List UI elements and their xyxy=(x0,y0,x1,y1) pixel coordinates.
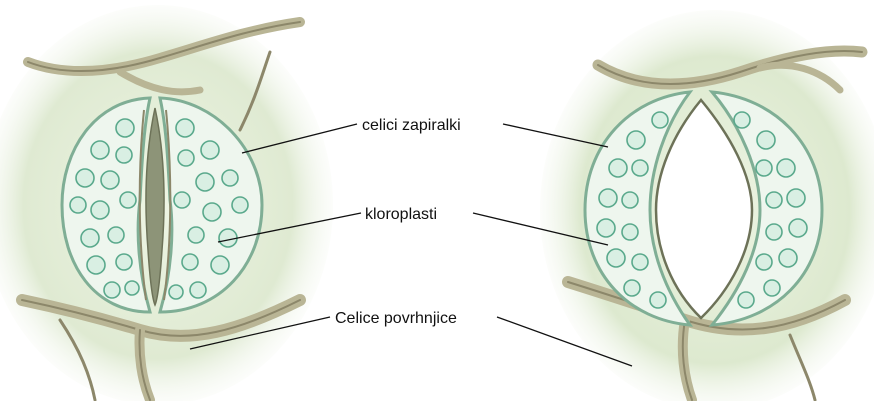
open-stoma-drawing xyxy=(540,10,874,401)
label-epidermal-cells: Celice povrhnjice xyxy=(335,310,457,327)
label-guard-cells: celici zapiralki xyxy=(362,117,461,134)
label-chloroplasts: kloroplasti xyxy=(365,206,437,223)
closed-stoma-drawing xyxy=(0,5,333,401)
